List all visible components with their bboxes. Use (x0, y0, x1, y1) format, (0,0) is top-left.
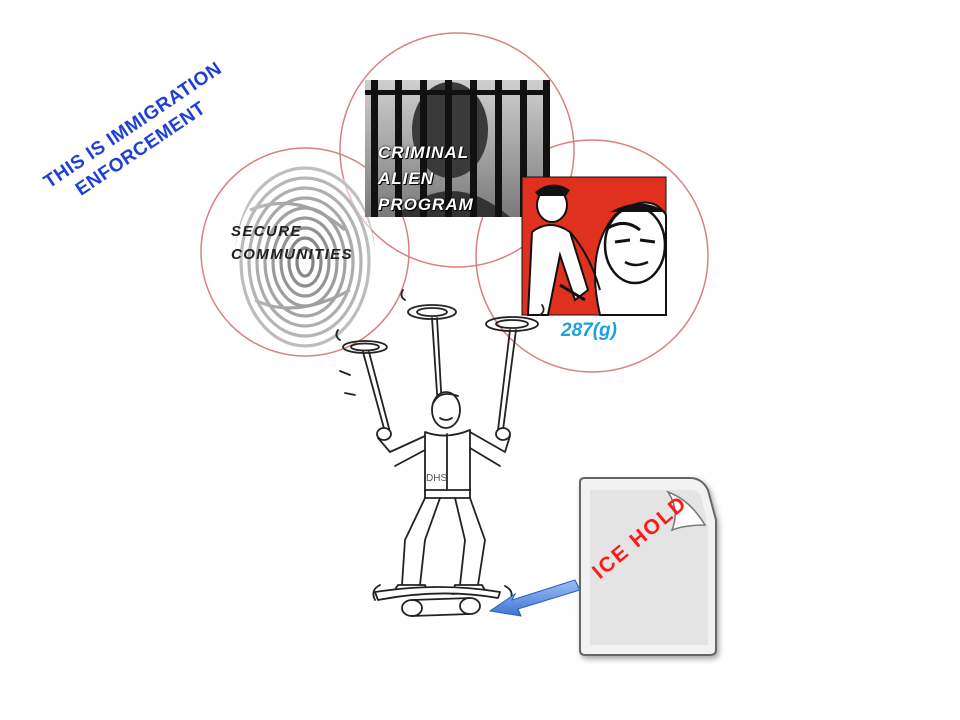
plate-spinner-figure (335, 289, 545, 617)
document-page-icon (579, 477, 717, 656)
criminal-alien-program-label: CRIMINAL ALIEN PROGRAM (378, 143, 474, 214)
figure-shirt-label: DHS (426, 473, 447, 484)
circle-secure-communities (200, 147, 410, 357)
jail-bars-icon (365, 80, 550, 217)
circle-287g (475, 139, 709, 373)
circle-criminal-alien-program (339, 32, 575, 268)
fingerprint-icon (235, 163, 375, 353)
secure-communities-label: SECURE COMMUNITIES (231, 223, 354, 263)
arrow-left-icon (488, 579, 581, 617)
program-287g-label: 287(g) (561, 320, 617, 341)
arrest-poster-icon (521, 176, 667, 316)
